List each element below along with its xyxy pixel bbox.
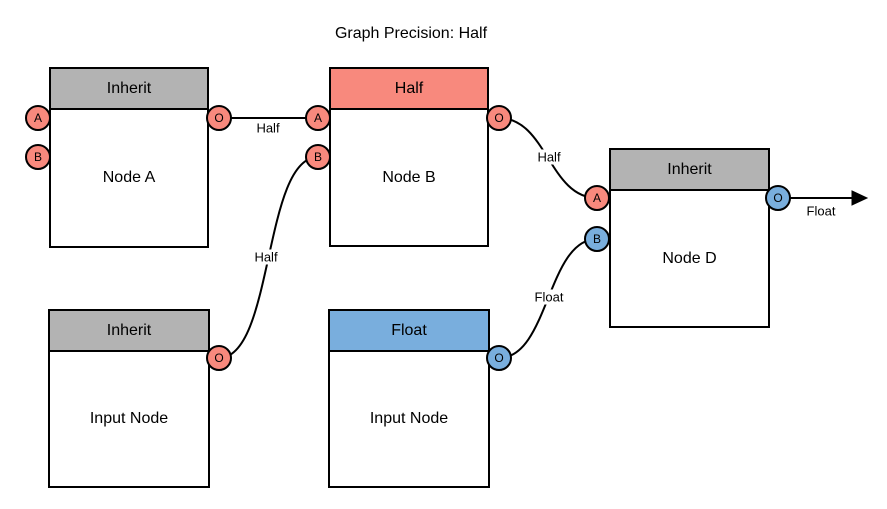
input-node-float-port-o[interactable]: O	[486, 345, 512, 371]
node-d-header: Inherit	[611, 150, 768, 191]
edge-label-output: Float	[804, 203, 838, 219]
node-b-header: Half	[331, 69, 487, 110]
input-node-float[interactable]: Float Input Node	[328, 309, 490, 488]
input-node-float-label: Input Node	[369, 410, 449, 427]
edge-label-b-to-d: Half	[535, 149, 563, 165]
node-b-port-b[interactable]: B	[305, 144, 331, 170]
node-b-port-a[interactable]: A	[305, 105, 331, 131]
node-a-port-o[interactable]: O	[206, 105, 232, 131]
node-d-label: Node D	[662, 249, 717, 267]
graph-title: Graph Precision: Half	[334, 25, 488, 42]
input-node-float-header: Float	[330, 311, 488, 352]
node-a[interactable]: Inherit Node A	[49, 67, 209, 248]
node-d[interactable]: Inherit Node D	[609, 148, 770, 328]
node-a-port-b[interactable]: B	[25, 144, 51, 170]
input-node-inherit-header: Inherit	[50, 311, 208, 352]
input-node-inherit-port-o[interactable]: O	[206, 345, 232, 371]
node-d-port-b[interactable]: B	[584, 226, 610, 252]
edge-label-input1-to-b: Half	[252, 249, 280, 265]
node-a-label: Node A	[102, 169, 156, 186]
node-b[interactable]: Half Node B	[329, 67, 489, 247]
node-b-label: Node B	[382, 168, 436, 186]
node-b-port-o[interactable]: O	[486, 105, 512, 131]
edge-label-a-to-b: Half	[254, 120, 282, 136]
node-a-port-a[interactable]: A	[25, 105, 51, 131]
input-node-inherit[interactable]: Inherit Input Node	[48, 309, 210, 488]
input-node-inherit-label: Input Node	[89, 410, 169, 427]
node-a-header: Inherit	[51, 69, 207, 110]
edge-label-input2-to-d: Float	[532, 289, 566, 305]
node-d-port-o[interactable]: O	[765, 185, 791, 211]
node-d-port-a[interactable]: A	[584, 185, 610, 211]
arrowhead-icon	[851, 190, 869, 206]
